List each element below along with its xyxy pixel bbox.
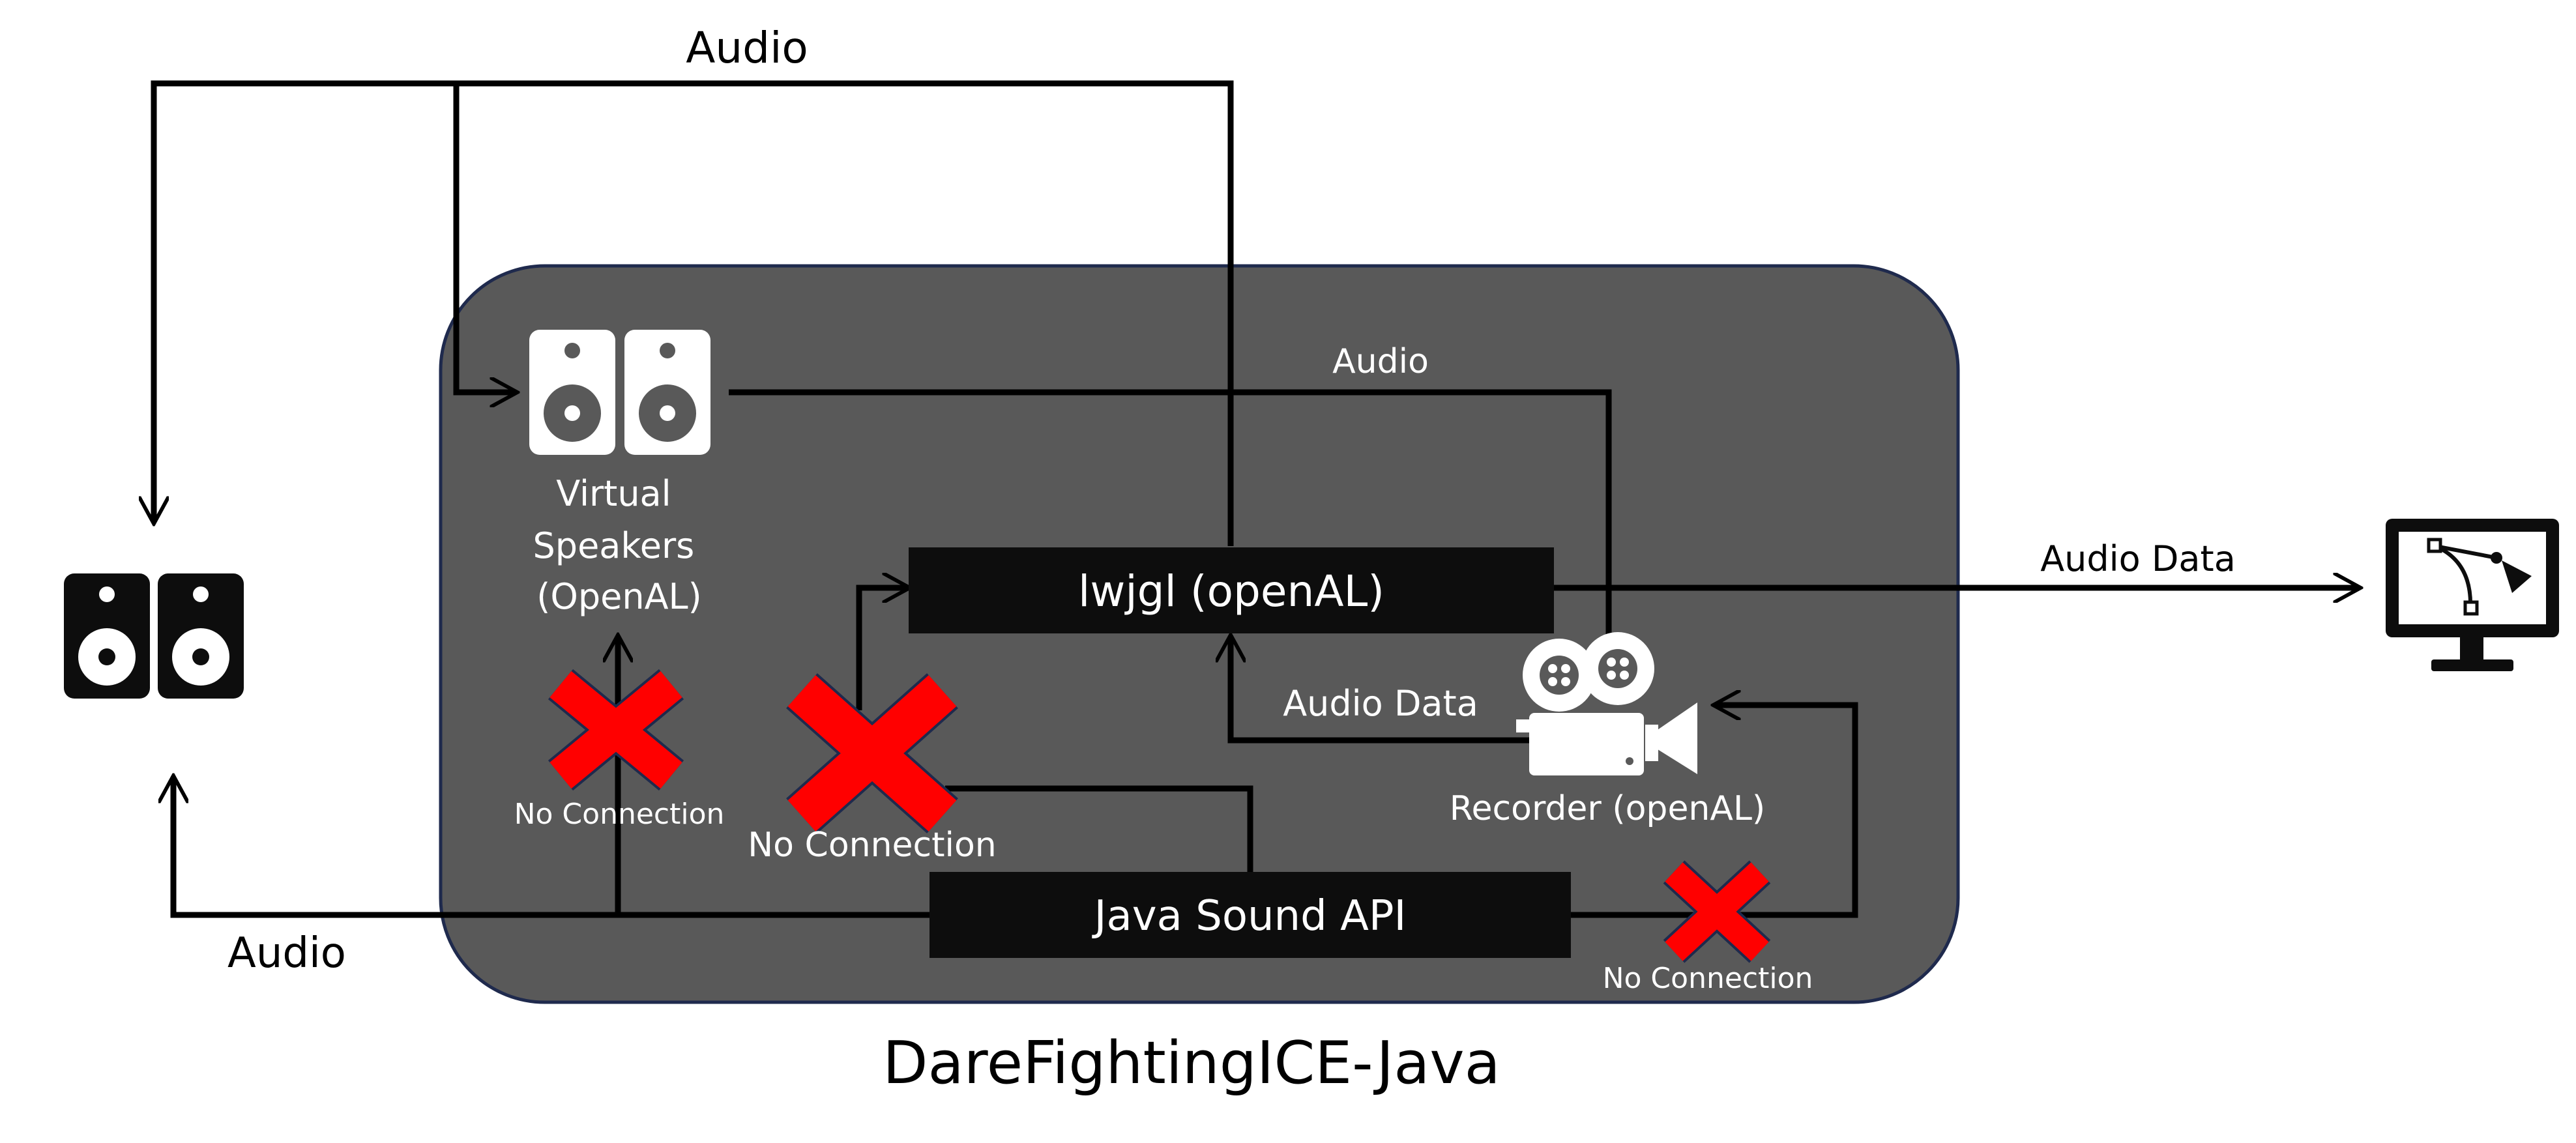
video-camera-icon [1516, 632, 1697, 775]
recorder-label: Recorder (openAL) [1450, 789, 1765, 828]
speaker-icon [158, 573, 244, 699]
no-connection-right-icon [1663, 860, 1771, 963]
no-connection-left-icon [548, 669, 684, 791]
speaker-icon [624, 330, 710, 455]
java-sound-label: Java Sound API [1092, 892, 1407, 940]
virtual-speakers-icon [529, 330, 710, 455]
edge-javasound-to-lwjgl [945, 785, 1253, 872]
no-connection-middle-label: No Connection [748, 826, 996, 865]
edge-label-audio-bottom: Audio [227, 929, 346, 977]
monitor-bezier-icon [2386, 519, 2559, 671]
monitor-icon [2386, 519, 2559, 671]
red-x-icon [1663, 860, 1771, 963]
no-connection-left-label: No Connection [514, 798, 725, 831]
connector-lines [154, 80, 2358, 918]
red-x-icon [786, 673, 958, 833]
speaker-icon [529, 330, 615, 455]
edge-virtual-to-recorder [729, 389, 1609, 679]
edge-javasound-to-external [173, 778, 618, 918]
red-x-icon [548, 669, 684, 791]
container-title: DareFightingICE-Java [883, 1029, 1500, 1097]
edge-label-audio-data-rec: Audio Data [1283, 683, 1478, 724]
no-connection-right-label: No Connection [1603, 962, 1813, 995]
speaker-icon [64, 573, 150, 699]
virtual-speakers-line-1: Virtual [556, 473, 671, 514]
lwjgl-box [909, 547, 1554, 633]
external-speakers-icon [64, 573, 244, 699]
java-sound-box [929, 872, 1571, 958]
virtual-speakers-line-3: (OpenAL) [536, 576, 701, 617]
virtual-speakers-line-2: Speakers [533, 525, 695, 566]
edge-label-audio-virtual: Audio [1332, 342, 1429, 381]
edge-label-audio-top: Audio [686, 23, 808, 73]
recorder-icon [1516, 632, 1697, 775]
no-connection-middle-icon [786, 673, 958, 833]
edge-top-to-virtual-speakers [453, 83, 515, 392]
edge-recorder-to-lwjgl [1231, 637, 1529, 744]
edge-label-audio-data-out: Audio Data [2040, 538, 2236, 579]
virtual-speakers-label: Virtual Speakers (OpenAL) [533, 473, 706, 617]
lwjgl-label: lwjgl (openAL) [1078, 566, 1384, 616]
edge-lwjgl-to-external-speakers [154, 80, 1234, 546]
edge-middle-x-to-lwjgl [856, 588, 907, 710]
